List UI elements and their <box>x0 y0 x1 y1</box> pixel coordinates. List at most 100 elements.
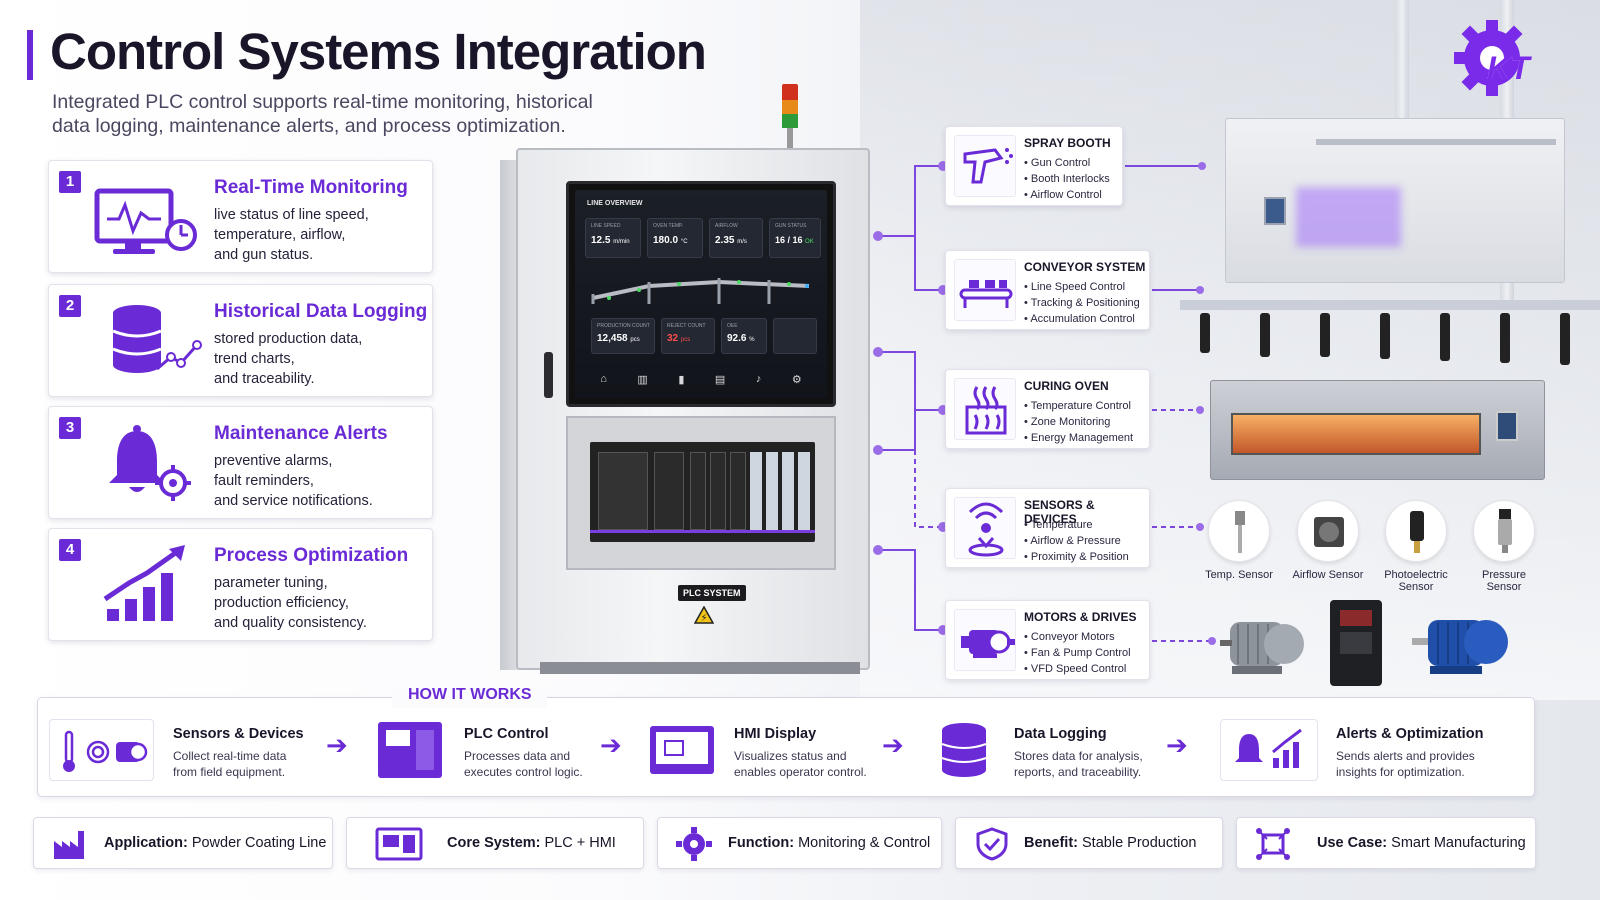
step-description: Collect real-time data from field equipm… <box>173 748 286 780</box>
home-icon[interactable]: ⌂ <box>600 373 607 385</box>
feature-line: production efficiency, <box>214 595 349 611</box>
tag-value: Stable Production <box>1082 835 1197 851</box>
feature-number: 4 <box>59 539 81 561</box>
feature-number: 1 <box>59 171 81 193</box>
feature-line: parameter tuning, <box>214 575 328 591</box>
feature-title: Historical Data Logging <box>214 301 428 322</box>
tag-text: Benefit: Stable Production <box>1024 835 1196 851</box>
feature-card-process-optimization: 4 Process Optimization parameter tuning,… <box>48 528 433 641</box>
tile-number: 92.6 <box>727 333 747 344</box>
sensor-signal-icon <box>954 497 1016 559</box>
feature-card-real-time-monitoring: 1 Real-Time Monitoring live status of li… <box>48 160 433 273</box>
system-card-curing-oven[interactable]: CURING OVEN Temperature Control Zone Mon… <box>945 369 1150 449</box>
system-items: Temperature Control Zone Monitoring Ener… <box>1024 398 1133 446</box>
tile-label: LINE SPEED <box>591 223 621 229</box>
tile-label: PRODUCTION COUNT <box>597 323 650 329</box>
tag-text: Application: Powder Coating Line <box>104 835 326 851</box>
tile-status: OK <box>805 239 814 245</box>
tag-text: Use Case: Smart Manufacturing <box>1317 835 1526 851</box>
hmi-tile-production-count[interactable]: PRODUCTION COUNT 12,458 pcs <box>591 318 655 354</box>
line-overview-graphic <box>591 278 810 304</box>
step-title: HMI Display <box>734 726 817 742</box>
system-item: Temperature <box>1024 517 1129 533</box>
tile-label: OEE <box>727 323 738 329</box>
system-item: Airflow & Pressure <box>1024 533 1129 549</box>
plc-rack <box>590 442 815 542</box>
step-description: Visualizes status and enables operator c… <box>734 748 867 780</box>
tile-number: 180.0 <box>653 235 679 246</box>
tag-value: Monitoring & Control <box>798 835 931 851</box>
plc-control-icon <box>378 722 442 778</box>
step-line: executes control logic. <box>464 765 583 779</box>
bell-icon[interactable]: ♪ <box>755 373 762 385</box>
oven-heat-icon <box>954 378 1016 440</box>
system-item: VFD Speed Control <box>1024 661 1131 677</box>
hmi-display-icon <box>650 726 714 774</box>
system-item: Proximity & Position <box>1024 549 1129 565</box>
system-card-sensors-devices[interactable]: SENSORS & DEVICES Temperature Airflow & … <box>945 488 1150 568</box>
system-item: Line Speed Control <box>1024 279 1140 295</box>
page-subtitle: Integrated PLC control supports real-tim… <box>52 90 672 138</box>
subtitle-line: Integrated PLC control supports real-tim… <box>52 91 593 113</box>
cabinet-side <box>500 160 518 670</box>
system-item: Energy Management <box>1024 430 1133 446</box>
arrow-right-icon: ➔ <box>326 730 348 760</box>
arrow-right-icon: ➔ <box>882 730 904 760</box>
feature-number: 2 <box>59 295 81 317</box>
hmi-tile-line-speed[interactable]: LINE SPEED 12.5 m/min <box>585 218 641 258</box>
system-items: Temperature Airflow & Pressure Proximity… <box>1024 517 1129 565</box>
system-item: Airflow Control <box>1024 187 1110 203</box>
photoelectric-sensor-image <box>1385 500 1447 562</box>
report-icon[interactable]: ▤ <box>714 373 726 386</box>
fan-pump-motor-image <box>1408 608 1508 680</box>
hmi-tile-reject-count[interactable]: REJECT COUNT 32 pcs <box>661 318 715 354</box>
feature-description: live status of line speed, temperature, … <box>214 205 369 265</box>
tile-unit: pcs <box>630 337 640 343</box>
database-trend-icon <box>89 299 209 384</box>
tile-number: 32 <box>667 333 679 344</box>
feature-description: parameter tuning, production efficiency,… <box>214 573 367 633</box>
feature-line: trend charts, <box>214 351 295 367</box>
sensors-devices-icon <box>63 730 148 772</box>
growth-chart-icon <box>89 543 209 628</box>
hmi-tile-oven-temp[interactable]: OVEN TEMP. 180.0 °C <box>647 218 703 258</box>
hmi-tile-extra[interactable] <box>773 318 817 354</box>
cabinet-handle[interactable] <box>544 352 553 398</box>
tile-unit: pcs <box>680 337 691 343</box>
step-line: insights for optimization. <box>1336 765 1465 779</box>
step-line: enables operator control. <box>734 765 867 779</box>
feature-line: fault reminders, <box>214 473 314 489</box>
pillar <box>1395 0 1409 120</box>
hmi-tile-gun-status[interactable]: GUN STATUS 16 / 16 OK <box>769 218 821 258</box>
hmi-nav-bar: ⌂ ▥ ▮ ▤ ♪ ⚙ <box>585 368 817 390</box>
airflow-sensor-image <box>1297 500 1359 562</box>
system-card-spray-booth[interactable]: SPRAY BOOTH Gun Control Booth Interlocks… <box>945 126 1123 206</box>
step-line: Visualizes status and <box>734 749 847 763</box>
hmi-tile-airflow[interactable]: AIRFLOW 2.35 m/s <box>709 218 763 258</box>
hmi-tile-oee[interactable]: OEE 92.6 % <box>721 318 767 354</box>
sensor-label-line: Sensor <box>1486 581 1522 593</box>
hmi-screen[interactable]: LINE OVERVIEW LINE SPEED 12.5 m/min OVEN… <box>566 181 836 407</box>
plc-hmi-icon <box>375 827 423 861</box>
system-title: CONVEYOR SYSTEM <box>1024 260 1146 274</box>
tag-core-system: Core System: PLC + HMI <box>346 817 644 869</box>
how-it-works-title-bg <box>392 686 547 708</box>
system-item: Fan & Pump Control <box>1024 645 1131 661</box>
plc-system-label: PLC SYSTEM <box>678 585 746 601</box>
factory-icon[interactable]: ▥ <box>637 373 648 386</box>
system-card-conveyor-system[interactable]: CONVEYOR SYSTEM Line Speed Control Track… <box>945 250 1150 330</box>
tile-number: 12,458 <box>597 333 628 344</box>
spray-gun-icon <box>954 135 1016 197</box>
feature-line: live status of line speed, <box>214 207 369 223</box>
chart-icon[interactable]: ▮ <box>678 373 685 386</box>
kt-logo: KT <box>1452 18 1562 98</box>
tag-value: Smart Manufacturing <box>1391 835 1526 851</box>
tile-number: 16 / 16 <box>775 235 803 245</box>
system-card-motors-drives[interactable]: MOTORS & DRIVES Conveyor Motors Fan & Pu… <box>945 600 1150 680</box>
how-it-works-title: HOW IT WORKS <box>408 686 532 703</box>
feature-description: preventive alarms, fault reminders, and … <box>214 451 373 511</box>
arrow-right-icon: ➔ <box>1166 730 1188 760</box>
factory-icon <box>52 827 88 861</box>
settings-icon[interactable]: ⚙ <box>791 373 802 386</box>
step-title: Sensors & Devices <box>173 726 304 742</box>
